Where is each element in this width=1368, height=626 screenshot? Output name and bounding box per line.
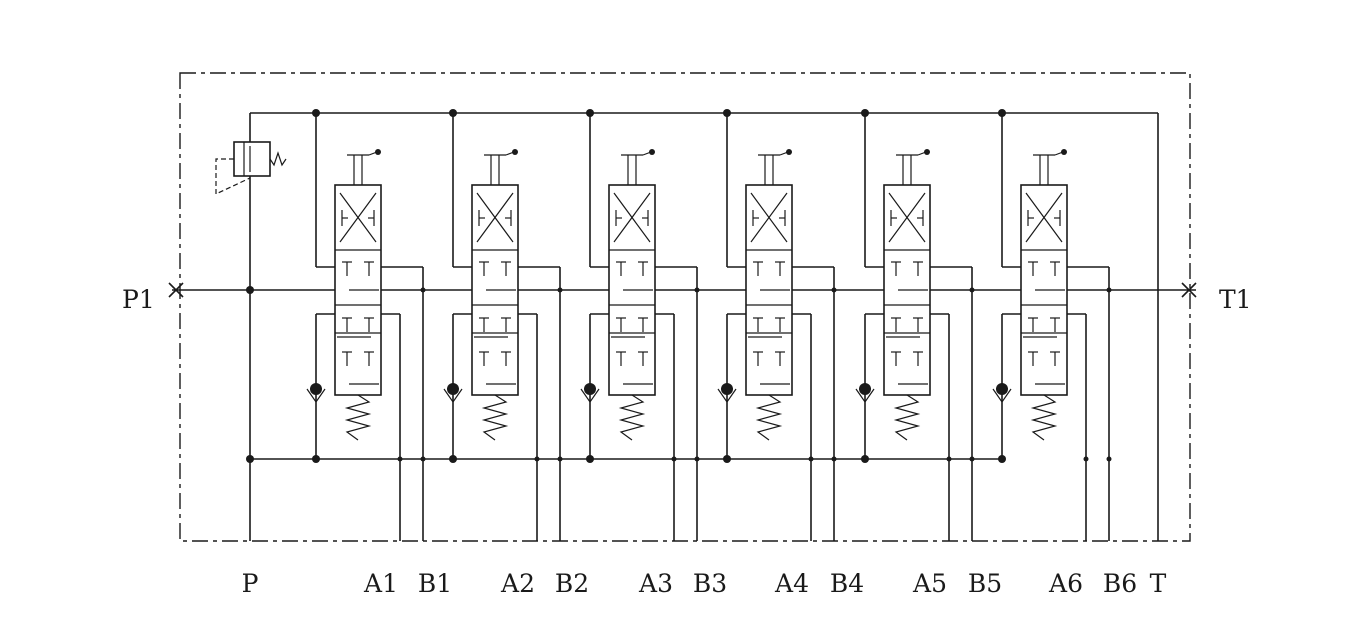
lever-icon xyxy=(1033,149,1067,185)
check-valve-icon xyxy=(855,383,875,404)
junction-dot xyxy=(969,456,975,462)
junction-dot xyxy=(861,455,869,463)
port-label-a3: A3 xyxy=(638,569,673,598)
junction-dot xyxy=(246,455,254,463)
junction-dot xyxy=(831,456,837,462)
junction-dot xyxy=(694,456,700,462)
spring-icon xyxy=(755,394,783,441)
valve-sections xyxy=(306,109,1112,541)
port-label-t1: T1 xyxy=(1219,285,1252,314)
junction-dot xyxy=(557,287,563,293)
port-plug-icon xyxy=(1181,282,1197,298)
lever-icon xyxy=(347,149,381,185)
check-valve-icon xyxy=(580,383,600,404)
junction-dot xyxy=(1083,456,1089,462)
lever-icon xyxy=(896,149,930,185)
port-label-t: T xyxy=(1150,569,1167,598)
port-label-b6: B6 xyxy=(1103,569,1137,598)
junction-dot xyxy=(397,456,403,462)
lever-icon xyxy=(484,149,518,185)
junction-dot xyxy=(694,287,700,293)
junction-dot xyxy=(969,287,975,293)
port-label-a2: A2 xyxy=(500,569,535,598)
junction-dot xyxy=(586,455,594,463)
junction-dot xyxy=(449,109,457,117)
valve-section-6 xyxy=(992,109,1112,541)
valve-section-5 xyxy=(855,109,975,541)
junction-dot xyxy=(534,456,540,462)
junction-dot xyxy=(946,456,952,462)
valve-section-1 xyxy=(306,109,426,541)
junction-dot xyxy=(449,455,457,463)
spring-icon xyxy=(1030,394,1058,441)
port-label-p1: P1 xyxy=(122,285,155,314)
junction-dot xyxy=(723,455,731,463)
junction-dot xyxy=(723,109,731,117)
port-label-b4: B4 xyxy=(830,569,864,598)
port-label-a5: A5 xyxy=(912,569,947,598)
junction-dot xyxy=(998,109,1006,117)
port-label-b5: B5 xyxy=(968,569,1002,598)
spring-icon xyxy=(481,394,509,441)
port-label-a1: A1 xyxy=(363,569,398,598)
bottom-port-labels: P A1 B1 A2 B2 A3 B3 A4 B4 A5 B5 A6 B6 T xyxy=(242,569,1167,598)
port-label-b3: B3 xyxy=(693,569,727,598)
directional-spool-valve-icon xyxy=(471,184,519,396)
port-label-b1: B1 xyxy=(418,569,452,598)
junction-dot xyxy=(586,109,594,117)
junction-dot xyxy=(1106,287,1112,293)
junction-dot xyxy=(246,286,254,294)
pressure-relief-valve-icon xyxy=(215,141,287,195)
directional-spool-valve-icon xyxy=(608,184,656,396)
lever-icon xyxy=(758,149,792,185)
valve-block-boundary xyxy=(179,72,1191,542)
port-plug-icon xyxy=(168,282,184,298)
directional-spool-valve-icon xyxy=(1020,184,1068,396)
junction-dot xyxy=(1106,456,1112,462)
junction-dot xyxy=(312,109,320,117)
valve-section-2 xyxy=(443,109,563,541)
valve-section-4 xyxy=(717,109,837,541)
port-label-a6: A6 xyxy=(1048,569,1083,598)
junction-dot xyxy=(831,287,837,293)
check-valve-icon xyxy=(306,383,326,404)
spring-icon xyxy=(618,394,646,441)
check-valve-icon xyxy=(992,383,1012,404)
port-label-p: P xyxy=(242,569,259,598)
spring-icon xyxy=(893,394,921,441)
junction-dot xyxy=(312,455,320,463)
lever-icon xyxy=(621,149,655,185)
junction-dot xyxy=(420,287,426,293)
spring-icon xyxy=(344,394,372,441)
junction-dot xyxy=(808,456,814,462)
check-valve-icon xyxy=(717,383,737,404)
junction-dot xyxy=(671,456,677,462)
junction-dot xyxy=(998,455,1006,463)
port-label-b2: B2 xyxy=(555,569,589,598)
check-valve-icon xyxy=(443,383,463,404)
port-label-a4: A4 xyxy=(774,569,809,598)
valve-section-3 xyxy=(580,109,700,541)
directional-spool-valve-icon xyxy=(334,184,382,396)
directional-spool-valve-icon xyxy=(883,184,931,396)
junction-dot xyxy=(420,456,426,462)
directional-spool-valve-icon xyxy=(745,184,793,396)
junction-dot xyxy=(861,109,869,117)
junction-dot xyxy=(557,456,563,462)
